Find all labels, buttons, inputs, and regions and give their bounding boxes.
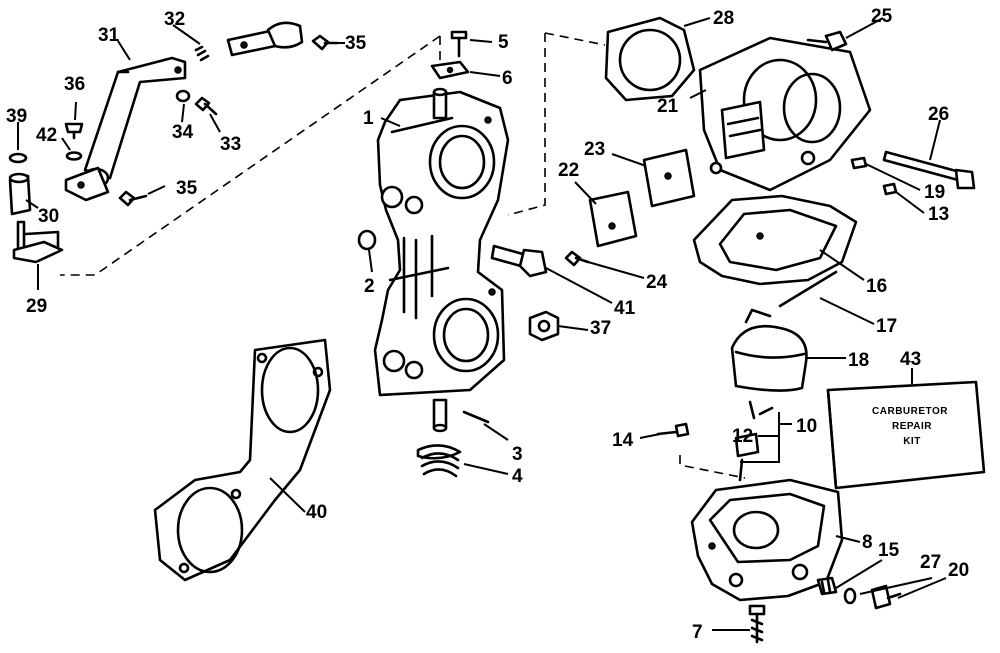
callout-6: 6 [502, 68, 513, 89]
callout-17: 17 [876, 316, 897, 337]
callout-41: 41 [614, 298, 636, 319]
callout-36: 36 [64, 74, 85, 95]
dashed-guides [60, 32, 746, 479]
kit-label-line1: CARBURETOR [872, 406, 948, 417]
callout-22: 22 [558, 160, 579, 181]
callout-8: 8 [862, 532, 873, 553]
needle-and-seat [656, 400, 774, 482]
callout-numbers: 32 31 35 36 39 42 34 33 35 30 29 5 6 1 2… [6, 6, 969, 643]
leader-lines [17, 17, 947, 631]
bowl-gasket [692, 194, 858, 308]
callout-25: 25 [871, 6, 893, 27]
callout-40: 40 [306, 502, 327, 523]
throttle-link-arm [64, 56, 187, 202]
callout-12: 12 [732, 426, 753, 447]
left-small-hardware [8, 34, 339, 264]
callout-30: 30 [38, 206, 59, 227]
callout-28: 28 [713, 8, 734, 29]
callout-15: 15 [878, 540, 900, 561]
callout-21: 21 [657, 96, 679, 117]
intake-fasteners [806, 30, 976, 196]
callout-35-bottom: 35 [176, 178, 198, 199]
callout-14: 14 [612, 430, 634, 451]
callout-3: 3 [512, 444, 523, 465]
callout-27: 27 [920, 552, 941, 573]
callout-34: 34 [172, 122, 194, 143]
callout-26: 26 [928, 104, 949, 125]
callout-35-top: 35 [345, 33, 367, 54]
bolt-and-nut [490, 244, 560, 342]
kit-label-line2: REPAIR [892, 421, 932, 432]
callout-24: 24 [646, 272, 668, 293]
callout-13: 13 [928, 204, 949, 225]
callout-29: 29 [26, 296, 47, 317]
callout-1: 1 [363, 108, 374, 129]
callout-7: 7 [692, 622, 703, 643]
cover-plates [564, 148, 696, 267]
air-intake [604, 16, 872, 192]
callout-2: 2 [364, 276, 375, 297]
callout-31: 31 [98, 25, 120, 46]
float-bowl [690, 478, 844, 602]
callout-18: 18 [848, 350, 869, 371]
callout-23: 23 [584, 139, 605, 160]
callout-16: 16 [866, 276, 887, 297]
callout-19: 19 [924, 182, 945, 203]
callout-4: 4 [512, 466, 523, 487]
callout-32: 32 [164, 9, 185, 30]
flange-gasket [153, 338, 332, 582]
repair-kit-box: CARBURETOR REPAIR KIT [826, 380, 986, 490]
kit-label-line3: KIT [903, 436, 921, 447]
callout-37: 37 [590, 318, 611, 339]
callout-43: 43 [900, 349, 921, 370]
float [730, 308, 808, 392]
callout-39: 39 [6, 106, 27, 127]
callout-5: 5 [498, 32, 509, 53]
callout-20: 20 [948, 560, 969, 581]
callout-33: 33 [220, 134, 241, 155]
callout-42: 42 [36, 125, 57, 146]
callout-10: 10 [796, 416, 817, 437]
carburetor-body [373, 87, 510, 433]
bowl-fasteners [748, 576, 902, 644]
link-spring-and-rod [194, 21, 304, 62]
body-small-parts [357, 30, 490, 478]
